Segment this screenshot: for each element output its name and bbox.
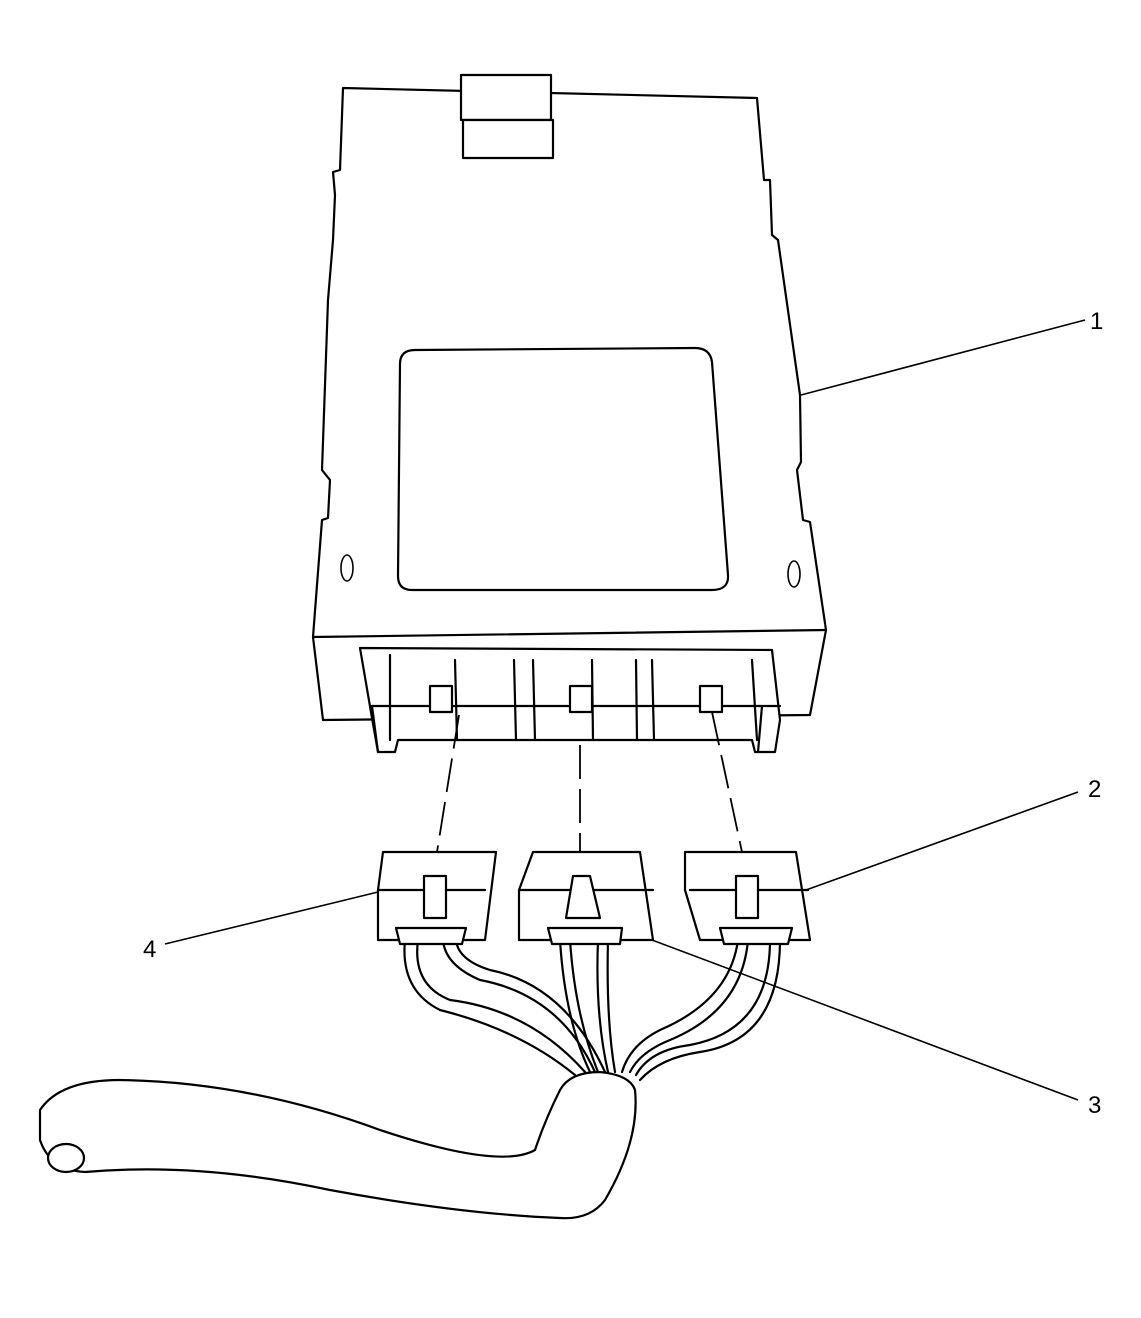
mounting-slot-left xyxy=(340,554,354,582)
wiring-harness xyxy=(38,938,782,1220)
connector-left xyxy=(376,850,498,946)
mounting-slot-right xyxy=(787,560,801,588)
control-module xyxy=(311,73,828,754)
label-window xyxy=(396,346,730,592)
callout-1: 1 xyxy=(1090,308,1104,335)
callout-4: 4 xyxy=(143,936,157,963)
alignment-line-right xyxy=(711,711,743,853)
leader-line-1 xyxy=(800,319,1086,396)
connector-right xyxy=(683,850,812,946)
alignment-line-left xyxy=(436,714,460,853)
leader-line-4 xyxy=(164,891,379,945)
connector-receptacle xyxy=(358,646,782,754)
callout-2: 2 xyxy=(1088,776,1102,803)
leader-line-3 xyxy=(651,939,1079,1101)
callout-3: 3 xyxy=(1088,1092,1102,1119)
connector-middle xyxy=(517,850,655,946)
leader-line-2 xyxy=(805,791,1079,891)
top-connector-block xyxy=(459,73,553,122)
